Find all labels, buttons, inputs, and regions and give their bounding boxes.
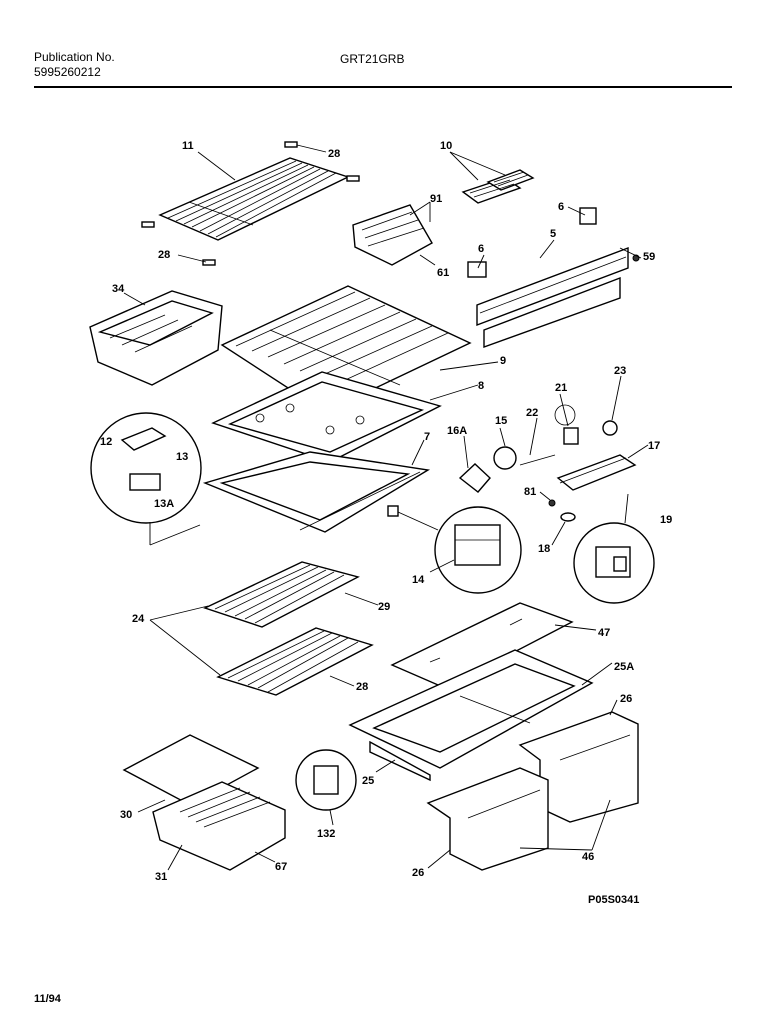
- callout-61: 61: [437, 267, 449, 279]
- crisper-drawer-26-left: [426, 767, 549, 871]
- callout-21: 21: [555, 382, 567, 394]
- wire-shelf-28: [216, 627, 374, 696]
- callout-26-right: 26: [620, 693, 632, 705]
- callout-22: 22: [526, 407, 538, 419]
- callout-28-lower: 28: [356, 681, 368, 693]
- callout-labels: 11 28 28 10 91 61 6 6 5 59 34 9 8 21 23 …: [100, 140, 672, 883]
- callout-91: 91: [430, 193, 442, 205]
- shelf-rail-5: [467, 207, 640, 348]
- callout-18: 18: [538, 543, 550, 555]
- egg-trays-10: [461, 169, 535, 204]
- crisper-frame-25: [348, 649, 594, 782]
- callout-9: 9: [500, 355, 506, 367]
- callout-26-left: 26: [412, 867, 424, 879]
- callout-16a: 16A: [447, 425, 467, 437]
- callout-15: 15: [495, 415, 507, 427]
- callout-7: 7: [424, 431, 430, 443]
- crisper-cover-47: [390, 602, 574, 689]
- header-rule: [34, 86, 732, 88]
- revision-date: 11/94: [34, 993, 61, 1005]
- callout-14: 14: [412, 574, 425, 586]
- screw-81: [548, 499, 576, 522]
- callout-28-top: 28: [328, 148, 340, 160]
- callout-5: 5: [550, 228, 556, 240]
- leader-lines: [123, 144, 649, 871]
- thermostat-21: [519, 404, 618, 466]
- callout-10: 10: [440, 140, 452, 152]
- callout-59: 59: [643, 251, 655, 263]
- wire-shelf-29: [203, 561, 360, 628]
- crisper-drawer-26-right: [518, 711, 639, 823]
- callout-28-left: 28: [158, 249, 170, 261]
- callout-13: 13: [176, 451, 188, 463]
- callout-67: 67: [275, 861, 287, 873]
- meat-drawer-31: [152, 781, 286, 871]
- shelf-frame-8: [211, 371, 442, 463]
- callout-11: 11: [182, 140, 194, 152]
- callout-47: 47: [598, 627, 610, 639]
- callout-81: 81: [524, 486, 536, 498]
- detail-circle-12-13: [90, 412, 202, 546]
- callout-13a: 13A: [154, 498, 174, 510]
- callout-46: 46: [582, 851, 594, 863]
- light-bulb-15: [458, 446, 517, 493]
- publication-label: Publication No.: [34, 50, 115, 64]
- light-housing-17: [556, 454, 637, 491]
- shelf-tray-7: [202, 451, 431, 533]
- callout-8: 8: [478, 380, 484, 392]
- callout-34: 34: [112, 283, 125, 295]
- callout-24: 24: [132, 613, 145, 625]
- publication-number: 5995260212: [34, 65, 101, 79]
- detail-circle-19: [573, 493, 655, 604]
- drawing-number: P05S0341: [588, 894, 640, 906]
- cover-30: [122, 734, 260, 806]
- callout-12: 12: [100, 436, 112, 448]
- callout-6-top: 6: [558, 201, 564, 213]
- model-number: GRT21GRB: [340, 52, 405, 66]
- callout-17: 17: [648, 440, 660, 452]
- callout-29: 29: [378, 601, 390, 613]
- wire-shelf-11: [141, 141, 360, 266]
- callout-19: 19: [660, 514, 672, 526]
- callout-132: 132: [317, 828, 335, 840]
- callout-25: 25: [362, 775, 374, 787]
- callout-23: 23: [614, 365, 626, 377]
- callout-30: 30: [120, 809, 132, 821]
- callout-6-bottom: 6: [478, 243, 484, 255]
- crisper-bin-34: [89, 290, 223, 386]
- detail-circle-132: [295, 749, 357, 811]
- callout-31: 31: [155, 871, 167, 883]
- callout-25a: 25A: [614, 661, 634, 673]
- shelf-bin-61: [352, 204, 433, 266]
- detail-circle-14: [387, 505, 522, 594]
